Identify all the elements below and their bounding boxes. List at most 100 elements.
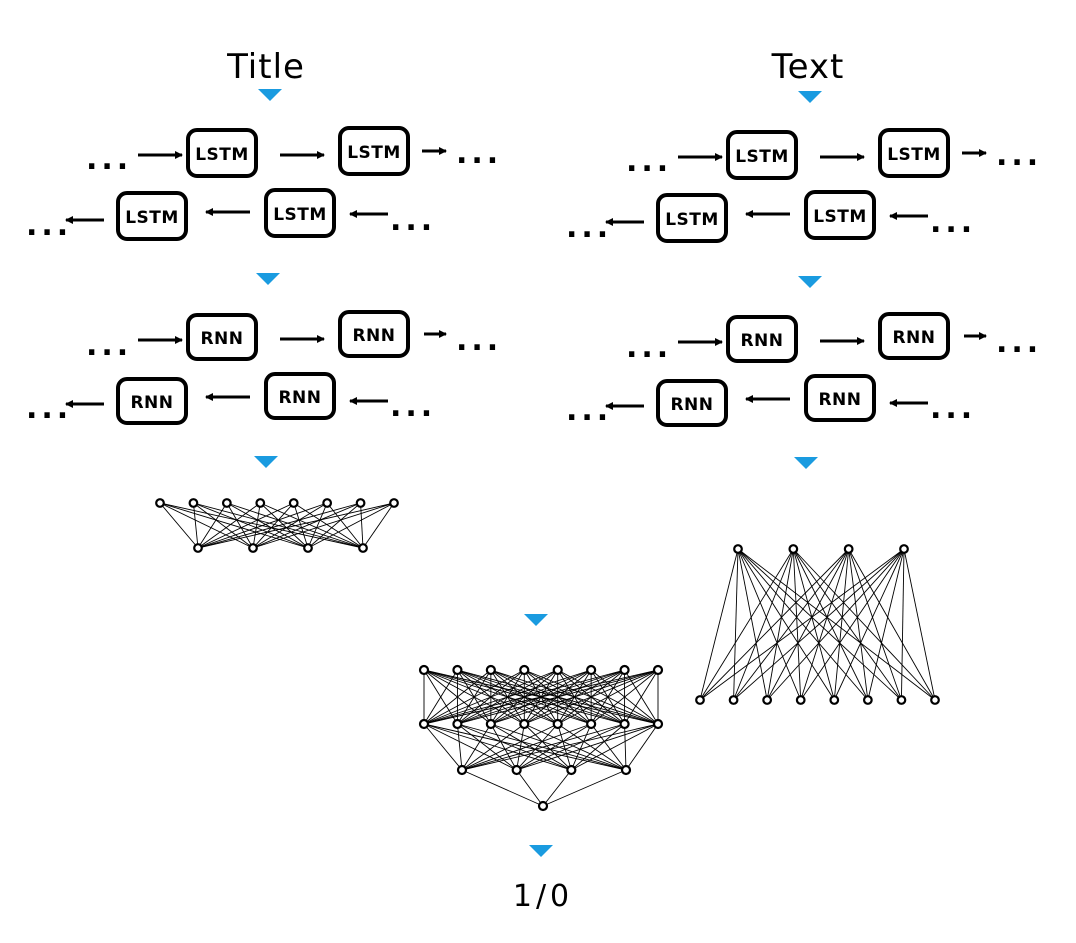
synapse-connection bbox=[259, 502, 309, 549]
synapse-connection bbox=[362, 502, 395, 549]
ellipsis-label: ... bbox=[390, 389, 436, 424]
synapse-connection bbox=[197, 502, 228, 549]
rnn-cell-label: RNN bbox=[740, 331, 783, 351]
synapse-connection bbox=[423, 723, 517, 771]
synapse-connection bbox=[197, 502, 294, 549]
synapse-connection bbox=[699, 548, 794, 701]
synapse-connection bbox=[457, 669, 659, 725]
synapse-connection bbox=[793, 548, 936, 701]
text-lstm-forward-row: ... LSTM LSTM ... bbox=[626, 128, 1038, 180]
synapse-connection bbox=[542, 769, 627, 807]
synapse-connection bbox=[800, 548, 850, 701]
neuron-node-icon bbox=[188, 498, 199, 508]
synapse-connection bbox=[423, 669, 492, 725]
neuron-node-icon bbox=[620, 764, 632, 776]
synapse-connection bbox=[833, 548, 850, 701]
rnn-cell-label: RNN bbox=[818, 390, 861, 410]
neuron-node-icon bbox=[485, 718, 496, 730]
rnn-cell bbox=[726, 315, 798, 363]
rnn-cell bbox=[264, 372, 336, 420]
neuron-node-icon bbox=[155, 498, 165, 508]
neuron-node-icon bbox=[456, 764, 468, 776]
neuron-node-icon bbox=[355, 498, 366, 508]
lstm-cell bbox=[726, 130, 798, 180]
synapse-connection bbox=[423, 669, 592, 725]
lstm-cell bbox=[338, 126, 410, 176]
synapse-connection bbox=[848, 548, 936, 701]
synapse-connection bbox=[490, 723, 572, 771]
synapse-connection bbox=[457, 723, 572, 771]
neuron-node-icon bbox=[193, 543, 203, 553]
synapse-connection bbox=[423, 669, 525, 725]
synapse-connection bbox=[159, 502, 199, 549]
text-dense-layer bbox=[695, 544, 940, 705]
synapse-connection bbox=[159, 502, 254, 549]
synapse-connection bbox=[226, 502, 309, 549]
synapse-connection bbox=[197, 502, 361, 549]
rnn-cell bbox=[186, 313, 258, 361]
synapse-connection bbox=[737, 548, 768, 701]
synapse-connection bbox=[737, 548, 936, 701]
flow-marker-icon bbox=[529, 845, 553, 857]
synapse-connection bbox=[792, 548, 802, 701]
synapse-connection bbox=[766, 548, 850, 701]
merged-dense-network bbox=[418, 664, 664, 812]
synapse-connection bbox=[423, 669, 558, 725]
ellipsis-label: ... bbox=[456, 136, 502, 171]
lstm-cell bbox=[878, 128, 950, 178]
flow-marker-icon bbox=[256, 273, 280, 285]
synapse-connection bbox=[159, 502, 309, 549]
title-rnn-forward-row: ... RNN RNN ... bbox=[86, 310, 502, 363]
merged-head: 1/0 bbox=[418, 614, 664, 914]
synapse-connection bbox=[766, 548, 905, 701]
synapse-connection bbox=[252, 502, 261, 549]
synapse-connection bbox=[557, 723, 572, 771]
title-rnn-backward-row: ... RNN RNN ... bbox=[26, 372, 436, 426]
neuron-node-icon bbox=[619, 664, 630, 676]
ellipsis-label: ... bbox=[626, 330, 672, 365]
neuron-node-icon bbox=[586, 718, 597, 730]
lstm-cell bbox=[656, 193, 728, 243]
neuron-node-icon bbox=[389, 498, 399, 508]
synapse-connection bbox=[737, 548, 835, 701]
title-branch: Title ... LSTM LSTM ... ... LSTM LSTM ..… bbox=[26, 47, 502, 553]
synapse-connection bbox=[423, 669, 659, 725]
neuron-node-icon bbox=[762, 695, 773, 705]
synapse-connection bbox=[197, 502, 395, 549]
text-branch-label: Text bbox=[771, 47, 845, 87]
synapse-connection bbox=[307, 502, 395, 549]
synapse-connection bbox=[516, 723, 525, 771]
neuron-node-icon bbox=[552, 664, 563, 676]
ellipsis-label: ... bbox=[456, 323, 502, 358]
lstm-cell bbox=[186, 128, 258, 178]
synapse-connection bbox=[456, 723, 463, 771]
neuron-node-icon bbox=[795, 695, 806, 705]
neuron-node-icon bbox=[788, 544, 799, 554]
synapse-connection bbox=[260, 502, 364, 549]
ellipsis-label: ... bbox=[26, 391, 72, 426]
ellipsis-label: ... bbox=[996, 325, 1042, 360]
synapse-connection bbox=[461, 723, 558, 771]
synapse-connection bbox=[490, 723, 518, 771]
flow-marker-icon bbox=[794, 457, 818, 469]
text-lstm-backward-row: ... LSTM LSTM ... bbox=[566, 190, 972, 245]
neuron-node-icon bbox=[452, 664, 463, 676]
neuron-node-icon bbox=[452, 718, 463, 730]
synapse-connection bbox=[252, 502, 295, 549]
neuron-node-icon bbox=[695, 695, 705, 705]
neuron-node-icon bbox=[733, 544, 743, 554]
synapse-connection bbox=[625, 723, 659, 771]
synapse-connection bbox=[423, 669, 625, 725]
lstm-cell-label: LSTM bbox=[665, 210, 719, 230]
synapse-connection bbox=[571, 723, 625, 771]
neuron-node-icon bbox=[418, 718, 430, 730]
synapse-connection bbox=[461, 769, 544, 807]
neuron-node-icon bbox=[652, 664, 664, 676]
neuron-node-icon bbox=[519, 664, 530, 676]
neuron-node-icon bbox=[485, 664, 496, 676]
text-rnn-backward-row: ... RNN RNN ... bbox=[566, 374, 972, 428]
rnn-cell-label: RNN bbox=[892, 328, 935, 348]
neuron-node-icon bbox=[896, 695, 907, 705]
synapse-connection bbox=[516, 723, 659, 771]
synapse-connection bbox=[699, 548, 739, 701]
